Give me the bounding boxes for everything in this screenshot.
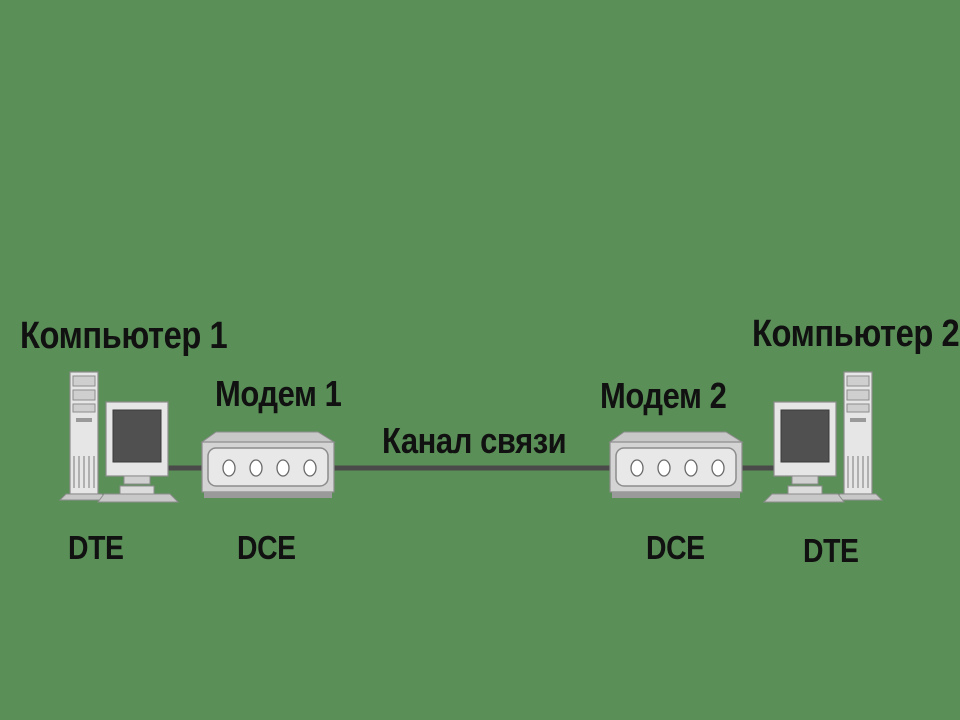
computer1-label: Компьютер 1: [20, 315, 228, 357]
channel-label: Канал связи: [382, 420, 567, 461]
modem2-role-label: DCE: [646, 529, 705, 566]
modem1-role-label: DCE: [237, 529, 296, 566]
desktop-computer-icon: [59, 371, 179, 503]
modem2-label: Модем 2: [600, 375, 727, 416]
modem1-label: Модем 1: [215, 373, 342, 414]
modem-icon: [201, 431, 335, 499]
computer1-role-label: DTE: [68, 529, 124, 566]
modem-icon: [609, 431, 743, 499]
desktop-computer-icon: [763, 371, 883, 503]
computer2-label: Компьютер 2: [752, 313, 960, 355]
computer2-role-label: DTE: [803, 532, 859, 569]
